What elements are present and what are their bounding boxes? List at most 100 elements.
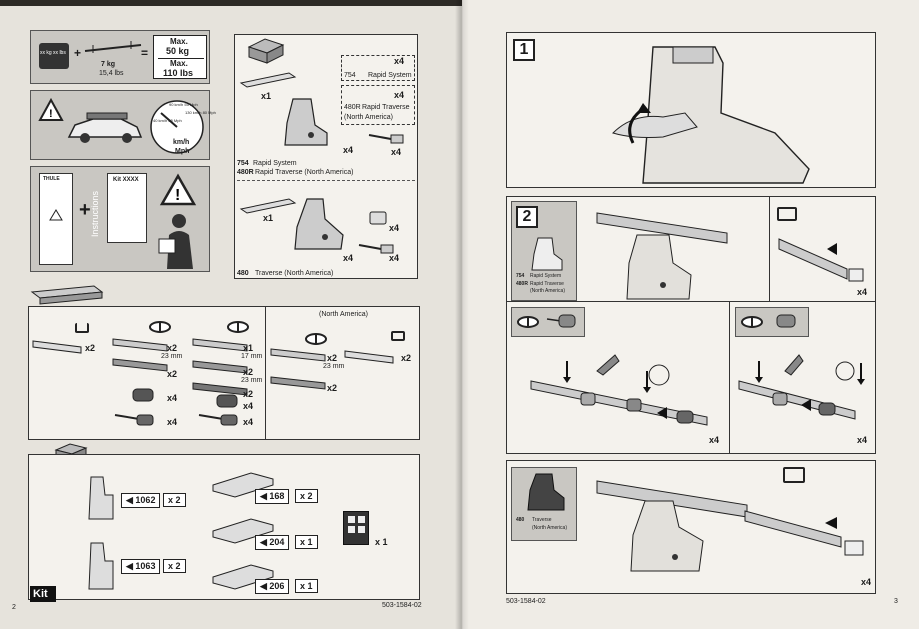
- strip-part-icon: [239, 72, 297, 88]
- col2-qty-4: x4: [167, 417, 178, 427]
- pad-204-icon: [212, 518, 274, 544]
- col4-mm-1: 23 mm: [323, 363, 345, 370]
- aero-profile-icon-step2a: [517, 316, 539, 328]
- code-754: 754: [237, 160, 249, 167]
- speed-panel: ! 90 km/h 55 Mph 130 km/h 80 Mph 40 km/h…: [30, 90, 216, 160]
- step-3-square-profile-icon: [783, 467, 805, 483]
- step-2-square-profile-icon: [777, 207, 797, 221]
- max-value-2: 110 lbs: [163, 68, 194, 78]
- part-1062-label: ◀ 1062: [121, 493, 161, 508]
- instructions-word: Instructions: [90, 190, 100, 237]
- step-2-number: 2: [516, 206, 538, 228]
- step-2-code-480R: 480R: [516, 281, 528, 287]
- name-754: Rapid System: [253, 160, 297, 167]
- traverse-foot-icon: [294, 198, 344, 250]
- roof-bars-header-icon: [30, 285, 104, 305]
- person-reading-icon: [158, 214, 193, 269]
- rapid-system-box-qty: x4: [394, 56, 405, 66]
- aero-bar-icon-7: [270, 376, 326, 390]
- kit-footer-label: Kit: [33, 588, 48, 600]
- step-3-panel: 480 Traverse (North America) x4: [506, 460, 876, 594]
- aero-bar-icon-5: [192, 382, 248, 396]
- left-page: xx kg xx lbs + 7 kg 15,4 lbs = Max. 50 k…: [0, 6, 462, 629]
- key-icon-2: [358, 244, 394, 254]
- step-2-sub-480R: (North America): [530, 288, 566, 294]
- sheet-warning-icon: [49, 209, 63, 221]
- foot-qty: x4: [343, 145, 354, 155]
- speed-unit-mph: Mph: [175, 148, 190, 155]
- max-value-1: 50 kg: [166, 46, 190, 56]
- step-2-panel: 2 754 Rapid System 480R Rapid Traverse (…: [506, 196, 876, 454]
- key-qty: x4: [391, 147, 402, 157]
- aero-profile-icon-2: [227, 321, 249, 333]
- left-doc-number: 503-1584-02: [382, 602, 422, 609]
- part-1063-qty: x 2: [163, 559, 186, 573]
- col3-qty-3: x2: [243, 389, 254, 399]
- kit-label: Kit XXXX: [113, 177, 139, 183]
- foot-icon: [284, 98, 328, 146]
- bar-weight-lbs: 15,4 lbs: [99, 70, 124, 77]
- name-480R: Rapid Traverse (North America): [255, 169, 354, 176]
- rapid-system-box-name: Rapid System: [368, 72, 412, 79]
- step-2-sidebar: 2 754 Rapid System 480R Rapid Traverse (…: [511, 201, 577, 301]
- bracket-1063-icon: [88, 542, 114, 590]
- end-cap-icon-1: [132, 388, 154, 402]
- col2-qty-1: x2: [167, 343, 178, 353]
- rubber-strip-icon-1: [114, 414, 154, 426]
- part-1062-code: 1062: [135, 495, 156, 505]
- part-1063-code: 1063: [135, 561, 156, 571]
- car-with-load-icon: [67, 112, 143, 143]
- parts-box-icon: [247, 38, 285, 64]
- step-2-aero-install-illustration: [530, 354, 708, 426]
- foot-qty-2: x4: [343, 253, 354, 263]
- col5-qty: x2: [401, 353, 412, 363]
- weight-icon-label: xx kg xx lbs: [40, 50, 66, 56]
- col1-qty: x2: [85, 343, 96, 353]
- book-gutter: [455, 0, 469, 629]
- col2-qty-2: x2: [167, 369, 178, 379]
- col3-qty-4: x4: [243, 401, 254, 411]
- step-2-qty-b: x4: [709, 435, 720, 445]
- step-2-divider-v2: [729, 301, 730, 453]
- rubber-strip-icon-2: [198, 414, 238, 426]
- step-1-number: 1: [513, 39, 535, 61]
- equals-sign: =: [141, 46, 149, 60]
- speed-marker-2: 130 km/h 80 Mph: [185, 110, 216, 115]
- bracket-1062-icon: [88, 476, 114, 520]
- rapid-traverse-box-qty: x4: [394, 90, 405, 100]
- key-qty-2: x4: [389, 253, 400, 263]
- step-3-foot-icon: [527, 473, 565, 511]
- pad-204-code: 204: [269, 537, 285, 547]
- caution-triangle-icon: !: [159, 173, 197, 206]
- pad-204-label: ◀ 204: [255, 535, 290, 550]
- step-3-code-480: 480: [516, 517, 525, 523]
- sticker-qty: x 1: [375, 537, 388, 547]
- key-icon: [368, 134, 404, 144]
- aero-bar-icon-3: [192, 338, 248, 352]
- square-bar-icon-2: [344, 350, 394, 364]
- step-2-foot-icon: [531, 237, 563, 271]
- code-480R: 480R: [237, 169, 254, 176]
- rapid-traverse-box-sub: (North America): [344, 114, 394, 121]
- col4-qty-1: x2: [327, 353, 338, 363]
- step-2-name-754: Rapid System: [530, 273, 562, 279]
- col3-mm-2: 23 mm: [241, 377, 263, 384]
- step-3-square-bar-illustration: [744, 510, 864, 556]
- left-page-number: 2: [12, 604, 16, 611]
- strip-qty-2: x1: [263, 213, 274, 223]
- speedometer-icon: [150, 100, 204, 154]
- bar-weight-kg: 7 kg: [101, 61, 116, 68]
- step-2-square-bar-illustration: [778, 238, 864, 282]
- square-profile-icon-2: [391, 331, 405, 341]
- max-load-box: Max. 50 kg Max. 110 lbs: [153, 35, 207, 79]
- max-label-1: Max.: [170, 37, 188, 46]
- max-label-2: Max.: [170, 59, 188, 68]
- col3-mm-1: 17 mm: [241, 353, 263, 360]
- part-1063-label: ◀ 1063: [121, 559, 161, 574]
- end-cap-icon-2: [216, 394, 238, 408]
- aero-bar-icon-2: [112, 358, 168, 372]
- step-2-bar-on-foot-illustration: [596, 212, 728, 300]
- col2-qty-3: x4: [167, 393, 178, 403]
- roof-bar-icon: [84, 41, 142, 53]
- col4-qty-2: x2: [327, 383, 338, 393]
